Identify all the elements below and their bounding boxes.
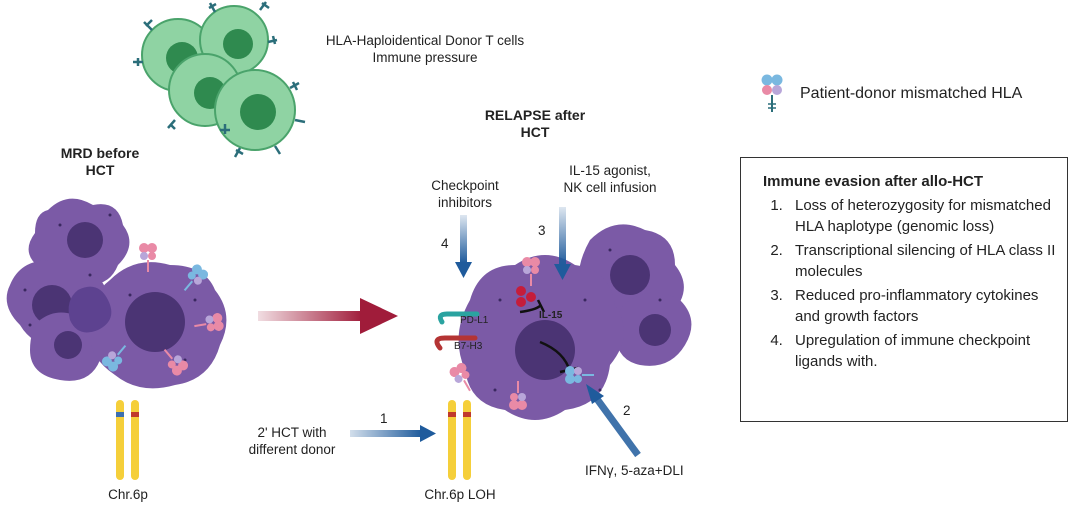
- immune-evasion-box: Immune evasion after allo-HCT Loss of he…: [740, 157, 1068, 422]
- b7-h3-label: B7-H3: [454, 341, 483, 352]
- il15-agonist-label: IL-15 agonist, NK cell infusion: [563, 163, 657, 195]
- hla-legend-icon: [761, 74, 783, 112]
- checkpoint-ligands: [434, 311, 480, 351]
- step-number-4: 4: [441, 236, 449, 251]
- hla-molecules-right: [449, 257, 594, 410]
- evasion-item: Transcriptional silencing of HLA class I…: [787, 241, 1057, 282]
- chromosome-right: [448, 400, 471, 480]
- legend-mismatched-hla-label: Patient-donor mismatched HLA: [800, 85, 1023, 102]
- immune-evasion-title: Immune evasion after allo-HCT: [763, 173, 984, 190]
- evasion-item: Loss of heterozygosity for mismatched HL…: [787, 196, 1057, 237]
- il-15-molecules: [516, 286, 536, 307]
- step-number-2: 2: [623, 403, 631, 418]
- arrow-1: [350, 425, 436, 442]
- relapse-label: RELAPSE after HCT: [484, 107, 586, 140]
- il-15-label: IL-15: [539, 310, 563, 321]
- tumor-cluster-relapse: [458, 224, 692, 420]
- step-number-1: 1: [380, 411, 388, 426]
- donor-t-cells: [133, 1, 306, 158]
- chr-right-label: Chr.6p LOH: [424, 487, 496, 502]
- chromosome-left: [116, 400, 139, 480]
- donor-t-cells-label: HLA-Haploidentical Donor T cells Immune …: [325, 33, 525, 65]
- chr-left-label: Chr.6p: [108, 487, 148, 502]
- tcr-receptors: [133, 1, 306, 158]
- arrow-4: [455, 215, 472, 278]
- arrow-3: [554, 207, 571, 280]
- progression-arrow: [258, 298, 398, 334]
- intervention-arrows: [350, 207, 641, 458]
- tumor-cluster-mrd: [6, 198, 227, 389]
- immune-evasion-list: Loss of heterozygosity for mismatched HL…: [763, 196, 1057, 372]
- arrow-2: [586, 384, 641, 458]
- ifn-label: IFNγ, 5-aza+DLI: [585, 463, 684, 478]
- t-cell: [214, 69, 296, 151]
- second-hct-label: 2' HCT with different donor: [248, 425, 336, 457]
- mrd-label: MRD before HCT: [60, 145, 140, 178]
- hla-molecules-left: [101, 243, 224, 376]
- evasion-item: Upregulation of immune checkpoint ligand…: [787, 331, 1057, 372]
- evasion-item: Reduced pro-inflammatory cytokines and g…: [787, 286, 1057, 327]
- step-number-3: 3: [538, 223, 546, 238]
- checkpoint-label: Checkpoint inhibitors: [431, 178, 499, 210]
- pd-l1-label: PD-L1: [460, 315, 489, 326]
